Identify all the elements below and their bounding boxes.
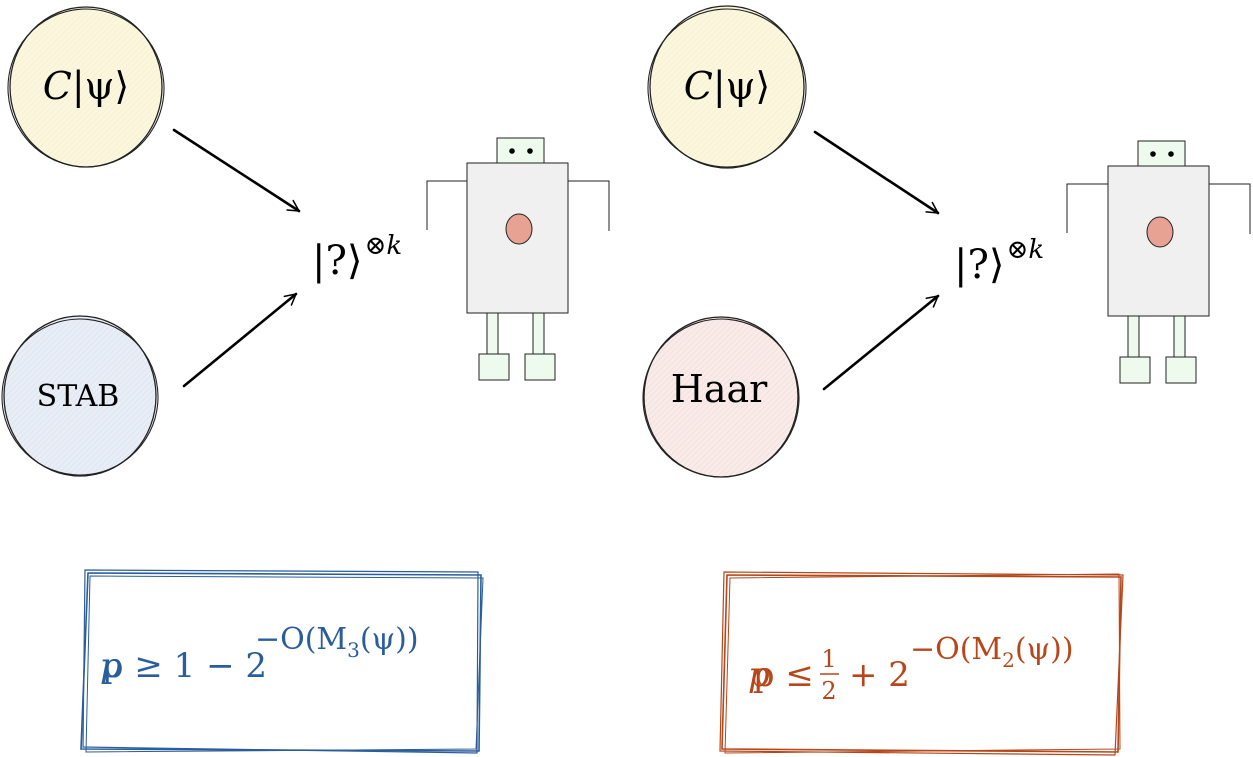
right-bottom-arrow: [822, 294, 940, 391]
robot-right-arm: [1209, 183, 1251, 234]
robot-left-arm: [1066, 183, 1108, 233]
haar-label: Haar: [671, 367, 768, 411]
left-result-formula: pp ≥ 1 − 2: [100, 646, 267, 686]
robot-right-arm: [568, 180, 610, 231]
robot-left-leg: [1127, 315, 1140, 358]
robot-right-foot: [1165, 356, 1197, 384]
right-top-circle: C|ψ⟩: [647, 5, 807, 169]
right-result-box: pp ≤ 1 2 + 2 −O(M2(ψ)): [719, 571, 1124, 756]
left-result-exponent: −O(M3(ψ)): [255, 622, 419, 662]
right-result-frac-den: 2: [821, 677, 836, 705]
right-target-state: |?⟩⊗k: [954, 235, 1044, 288]
right-result-plus: + 2: [849, 655, 910, 695]
right-top-circle-label: C|ψ⟩: [684, 64, 771, 108]
right-result-frac-num: 1: [821, 645, 836, 673]
robot-eye: [1168, 151, 1174, 157]
robot-heart: [1146, 216, 1174, 248]
right-result-lhs: pp ≤: [748, 655, 814, 695]
left-top-arrow: [172, 128, 301, 213]
left-top-circle: C|ψ⟩: [7, 6, 165, 168]
left-panel: C|ψ⟩ STAB |?⟩⊗k: [1, 6, 610, 754]
right-robot: [1066, 140, 1251, 384]
stab-label: STAB: [37, 379, 120, 414]
robot-heart: [505, 213, 533, 245]
robot-head: [496, 137, 545, 164]
left-robot: [426, 137, 610, 381]
robot-left-arm: [426, 180, 467, 230]
robot-eye: [509, 148, 515, 154]
robot-left-leg: [486, 312, 499, 355]
robot-left-foot: [1119, 356, 1151, 384]
robot-right-leg: [532, 312, 545, 355]
haar-circle: Haar: [642, 316, 800, 478]
robot-right-leg: [1173, 315, 1186, 358]
left-bottom-arrow: [182, 292, 298, 388]
robot-left-foot: [478, 353, 510, 381]
right-result-exponent: −O(M2(ψ)): [910, 632, 1074, 672]
left-result-box: pp ≥ 1 − 2 −O(M3(ψ)): [80, 569, 484, 754]
robot-right-foot: [524, 353, 556, 381]
robot-head: [1137, 140, 1186, 167]
right-panel: C|ψ⟩ Haar |?⟩⊗k pp ≤: [642, 5, 1251, 756]
left-target-state: |?⟩⊗k: [312, 231, 402, 284]
robot-eye: [527, 148, 533, 154]
right-top-arrow: [813, 130, 940, 215]
robot-eye: [1150, 151, 1156, 157]
left-top-circle-label: C|ψ⟩: [43, 64, 130, 108]
stab-circle: STAB: [1, 315, 159, 477]
